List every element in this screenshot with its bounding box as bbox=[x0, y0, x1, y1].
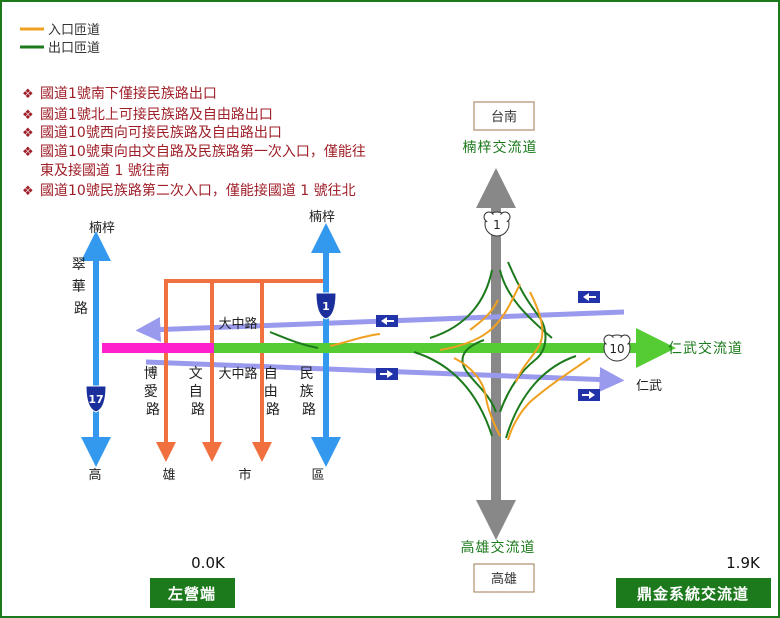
right-station-name: 鼎金系統交流道 bbox=[637, 585, 749, 603]
legend-entrance-label: 入口匝道 bbox=[48, 23, 100, 38]
entrance-ramp bbox=[439, 283, 521, 351]
left-station-km: 0.0K bbox=[191, 554, 226, 572]
minzu-north-label: 楠梓 bbox=[309, 210, 335, 225]
freeway1-north-box-label: 台南 bbox=[491, 109, 517, 125]
note-bullet: ❖ bbox=[22, 87, 34, 102]
freeway1-shield-icon: 1 bbox=[483, 211, 511, 237]
right-station-badge bbox=[616, 578, 771, 608]
freeway10-shield-number: 10 bbox=[609, 342, 624, 356]
entrance-ramp bbox=[329, 333, 381, 347]
dazhong-road-label-top: 大中路 bbox=[218, 316, 257, 332]
boai-label: 博 愛 路 bbox=[144, 365, 162, 418]
provincial-1-shield-icon: 1 bbox=[315, 292, 337, 320]
boai-road bbox=[156, 279, 323, 462]
system-interchange-ramps bbox=[413, 261, 591, 441]
freeway1-shield-number: 1 bbox=[493, 218, 501, 232]
entrance-ramp bbox=[507, 357, 591, 441]
minzu-label: 民 族 路 bbox=[300, 366, 318, 418]
exit-ramp bbox=[505, 355, 577, 439]
westbound-arrow-icon bbox=[583, 293, 596, 301]
left-station-name: 左營端 bbox=[167, 585, 216, 603]
note-item: 國道10號民族路第二次入口，僅能接國道 1 號往北 bbox=[40, 182, 356, 199]
district-char-1: 高 bbox=[88, 467, 101, 483]
freeway1-south-box bbox=[473, 563, 535, 593]
exit-ramp bbox=[429, 269, 493, 339]
note-bullet: ❖ bbox=[22, 108, 34, 123]
wenzi-label: 文 自 路 bbox=[189, 366, 207, 418]
district-char-4: 區 bbox=[311, 468, 324, 483]
cuihua-north-label: 楠梓 bbox=[89, 221, 115, 236]
exit-ramp bbox=[413, 351, 493, 437]
note-bullet: ❖ bbox=[22, 145, 34, 160]
note-item: 國道10號東向由文自路及民族路第一次入口，僅能往 bbox=[40, 143, 366, 160]
eastbound-arrow-icon bbox=[582, 391, 595, 399]
cuihua-label: 翠 華 路 bbox=[72, 257, 90, 317]
left-station-badge bbox=[150, 578, 235, 608]
provincial-17-shield-icon: 17 bbox=[85, 385, 107, 413]
entrance-ramp bbox=[453, 357, 501, 437]
right-station-km: 1.9K bbox=[726, 554, 761, 572]
ziyou-label: 自 由 路 bbox=[264, 366, 282, 418]
entrance-ramp bbox=[469, 299, 499, 331]
eastbound-arrow-icon bbox=[380, 370, 393, 378]
district-char-3: 市 bbox=[238, 467, 251, 483]
note-item: 國道10號西向可接民族路及自由路出口 bbox=[40, 124, 282, 141]
note-item-continued: 東及接國道 1 號往南 bbox=[40, 162, 170, 179]
freeway1-north-box bbox=[473, 101, 535, 131]
notes-list: ❖ 國道1號南下僅接民族路出口 ❖ 國道1號北上可接民族路及自由路出口 ❖ 國道… bbox=[22, 85, 366, 199]
note-item: 國道1號北上可接民族路及自由路出口 bbox=[40, 106, 273, 123]
exit-ramp bbox=[499, 261, 547, 413]
freeway10-east-label: 仁武交流道 bbox=[668, 340, 743, 357]
freeway1-south-box-label: 高雄 bbox=[491, 571, 517, 587]
note-item: 國道1號南下僅接民族路出口 bbox=[40, 85, 217, 102]
note-bullet: ❖ bbox=[22, 126, 34, 141]
provincial-1-shield-number: 1 bbox=[322, 300, 330, 313]
cuihua-vertical-label: 翠 華 路 bbox=[72, 257, 90, 317]
westbound-arrow-icon bbox=[381, 317, 394, 325]
legend-exit-label: 出口匝道 bbox=[48, 41, 100, 56]
provincial-17-shield-number: 17 bbox=[88, 393, 103, 406]
exit-ramp bbox=[461, 339, 497, 413]
entrance-ramp bbox=[515, 291, 544, 383]
freeway1-south-label: 高雄交流道 bbox=[461, 539, 536, 556]
freeway1-north-label: 楠梓交流道 bbox=[463, 139, 538, 156]
dazhong-road-label-bottom: 大中路 bbox=[218, 366, 257, 382]
note-bullet: ❖ bbox=[22, 184, 34, 199]
exit-ramp bbox=[269, 331, 319, 349]
freeway10-shield-icon: 10 bbox=[603, 334, 631, 362]
freeway10-east-street-label: 仁武 bbox=[636, 379, 662, 394]
district-char-2: 雄 bbox=[162, 468, 175, 483]
